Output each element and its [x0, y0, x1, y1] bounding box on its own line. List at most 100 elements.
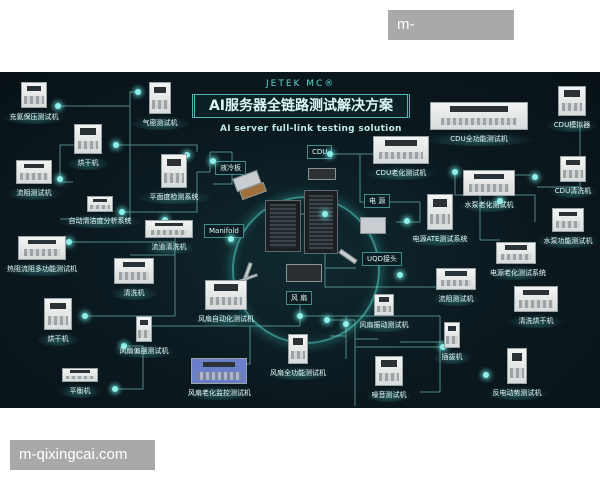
machine-cdu-cleaning: CDU清洗机	[548, 156, 598, 198]
machine-fan-full: 风扇全功能测试机	[266, 334, 330, 380]
machine-label: 充氦保压测试机	[2, 110, 66, 124]
power-supply-icon	[360, 217, 386, 234]
machine-label: 风扇偏摆测试机	[112, 344, 176, 358]
machine-cdu-full: CDU全功能测试机	[424, 102, 534, 146]
machine-power-aging: 电源老化测试系统	[486, 242, 546, 280]
machine-icon	[558, 86, 586, 116]
machine-icon	[18, 236, 66, 260]
node-dot	[135, 89, 141, 95]
machine-label: 清洗机	[110, 286, 158, 300]
machine-label: 平衡机	[58, 384, 102, 398]
machine-label: 流阻测试机	[432, 292, 480, 306]
machine-fan-tilt: 风扇偏摆测试机	[112, 316, 176, 358]
machine-dryer-left: 烘干机	[36, 298, 80, 346]
machine-cleaning: 清洗机	[110, 258, 158, 300]
machine-label: 插拔机	[432, 350, 472, 364]
solution-diagram: JETEK MC® AI服务器全链路测试解决方案 AI server full-…	[0, 72, 600, 408]
tag-liquid-cold-plate: 液冷板	[215, 161, 246, 175]
machine-label: 风扇自动化测试机	[194, 312, 258, 326]
machine-label: CDU老化测试机	[366, 166, 436, 180]
machine-flow-resistance-right: 流阻测试机	[432, 268, 480, 306]
machine-icon	[205, 280, 247, 310]
machine-label: 电源老化测试系统	[486, 266, 546, 280]
node-dot	[397, 272, 403, 278]
machine-back-emf: 反电动势测试机	[486, 348, 548, 400]
machine-icon	[375, 356, 403, 386]
machine-channel-cleaning: 流道清洗机	[142, 220, 196, 254]
machine-label: 反电动势测试机	[486, 386, 548, 400]
machine-icon	[507, 348, 527, 384]
node-dot	[452, 169, 458, 175]
machine-icon	[74, 124, 102, 154]
machine-icon	[436, 268, 476, 290]
machine-label: 噪音测试机	[366, 388, 412, 402]
node-dot	[184, 152, 190, 158]
machine-label: 流阻测试机	[6, 186, 62, 200]
watermark-bottom: m-qixingcai.com	[10, 440, 155, 470]
page-subtitle: AI server full-link testing solution	[220, 124, 402, 134]
machine-flow-resistance-left: 流阻测试机	[6, 160, 62, 200]
machine-charge-pressure: 充氦保压测试机	[2, 82, 66, 124]
machine-icon	[145, 220, 193, 238]
node-dot	[119, 209, 125, 215]
node-dot	[483, 372, 489, 378]
machine-icon	[149, 82, 171, 114]
node-dot	[497, 198, 503, 204]
machine-label: 平面度检测系统	[136, 190, 212, 204]
machine-thermal-multi: 热阻流阻多功能测试机	[2, 236, 82, 276]
server-rack-icon	[265, 200, 301, 252]
machine-fan-auto: 风扇自动化测试机	[194, 280, 258, 326]
machine-pump-function: 水泵功能测试机	[536, 208, 600, 248]
machine-fan-aging: 风扇老化监控测试机	[184, 358, 254, 400]
page-title: AI服务器全链路测试解决方案	[192, 94, 410, 118]
machine-label: 烘干机	[36, 332, 80, 346]
machine-label: 水泵功能测试机	[536, 234, 600, 248]
machine-pump-aging: 水泵老化测试机	[460, 170, 518, 212]
machine-icon	[430, 102, 528, 130]
machine-label: 自动清洁度分析系统	[58, 214, 142, 228]
machine-icon	[496, 242, 536, 264]
machine-icon	[114, 258, 154, 284]
machine-icon	[373, 136, 429, 164]
machine-fan-vibration: 风扇振动测试机	[354, 294, 414, 332]
machine-icon	[161, 154, 187, 188]
server-cabinet-icon	[304, 190, 338, 254]
machine-icon	[514, 286, 558, 312]
node-dot	[66, 239, 72, 245]
machine-label: CDU全功能测试机	[424, 132, 534, 146]
node-dot	[324, 317, 330, 323]
machine-label: CDU模拟器	[546, 118, 598, 132]
node-dot	[532, 174, 538, 180]
machine-label: 清洗烘干机	[508, 314, 564, 328]
node-dot	[343, 321, 349, 327]
node-dot	[57, 176, 63, 182]
machine-icon	[191, 358, 247, 384]
machine-label: 风扇全功能测试机	[266, 366, 330, 380]
machine-flatness: 平面度检测系统	[136, 154, 212, 204]
machine-icon	[444, 322, 460, 348]
machine-label: 水泵老化测试机	[460, 198, 518, 212]
machine-label: 流道清洗机	[142, 240, 196, 254]
machine-label: 风扇老化监控测试机	[184, 386, 254, 400]
node-dot	[404, 218, 410, 224]
tag-fan: 风 扇	[286, 291, 313, 305]
node-dot	[440, 344, 446, 350]
node-dot	[121, 343, 127, 349]
machine-icon	[44, 298, 72, 330]
machine-cdu-simulator: CDU模拟器	[546, 86, 598, 132]
node-dot	[112, 386, 118, 392]
machine-plug-machine: 插拔机	[432, 322, 472, 364]
fan-module-icon	[286, 264, 322, 282]
cdu-unit-icon	[308, 168, 336, 180]
machine-balancer: 平衡机	[58, 368, 102, 398]
node-dot	[113, 142, 119, 148]
machine-label: 电源ATE测试系统	[408, 232, 472, 246]
machine-label: 气密测试机	[130, 116, 190, 130]
brand-logo: JETEK MC®	[266, 79, 336, 89]
machine-cleanliness-analysis: 自动清洁度分析系统	[58, 196, 142, 228]
machine-label: 风扇振动测试机	[354, 318, 414, 332]
machine-air-tightness: 气密测试机	[130, 82, 190, 130]
machine-label: 烘干机	[66, 156, 110, 170]
node-dot	[327, 151, 333, 157]
machine-icon	[62, 368, 98, 382]
